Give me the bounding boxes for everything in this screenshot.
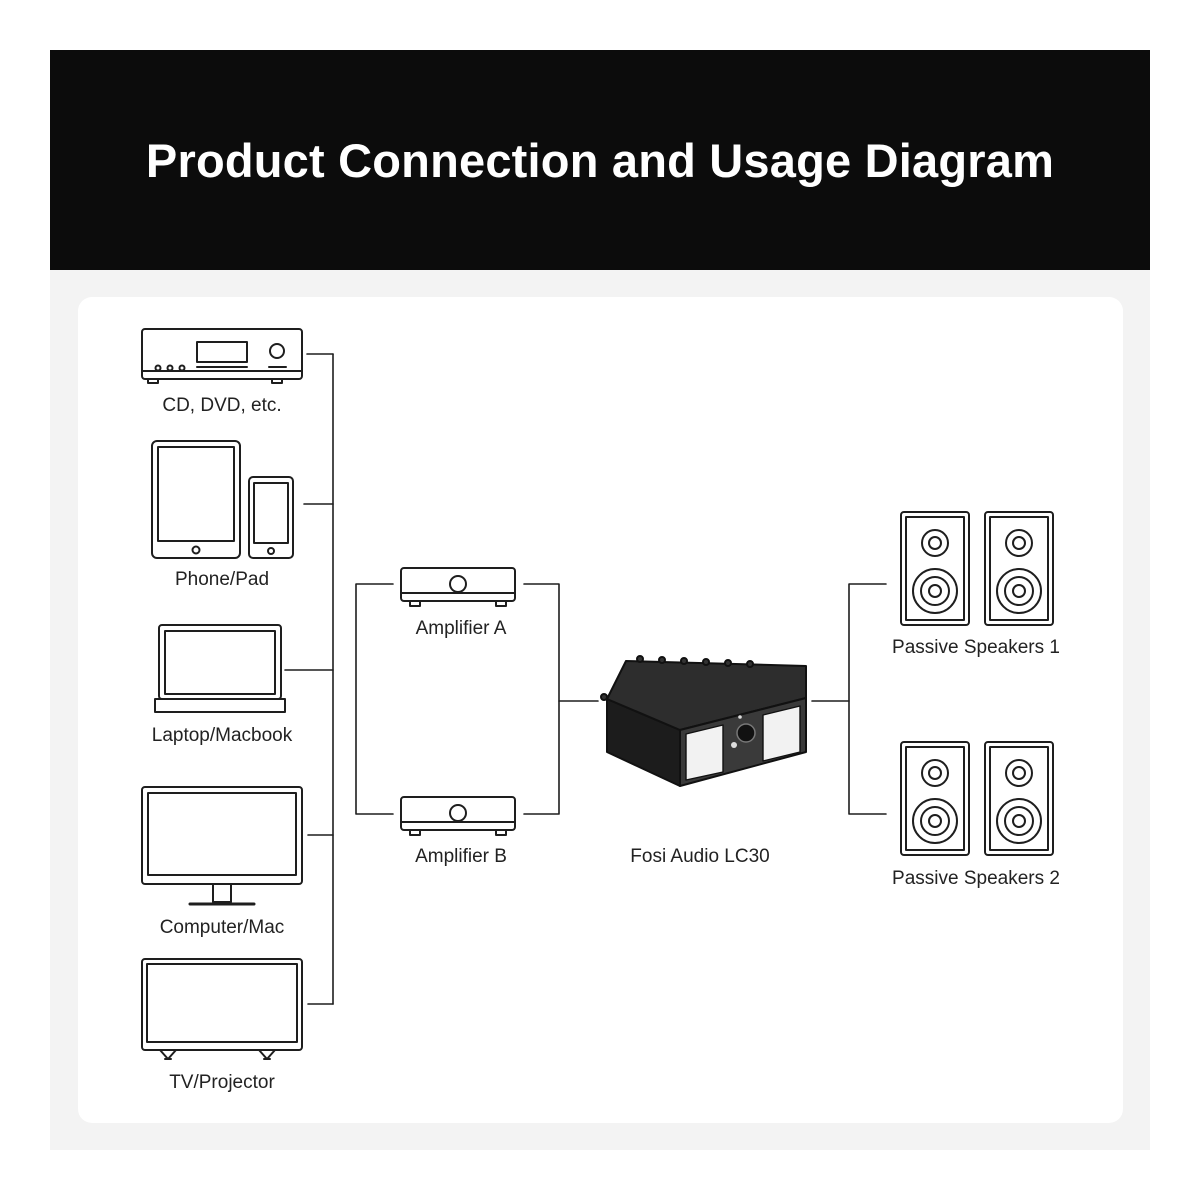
- monitor-icon: [141, 786, 303, 906]
- source-label-tv: TV/Projector: [169, 1072, 275, 1093]
- connector-lines: [284, 353, 887, 1005]
- page-title: Product Connection and Usage Diagram: [145, 133, 1055, 187]
- amp-bracket-right: [523, 583, 560, 815]
- amplifier-icon: [400, 567, 516, 607]
- amp-bracket-left: [355, 583, 394, 815]
- amplifier-icon: [400, 796, 516, 836]
- speaker-bracket: [848, 583, 887, 815]
- amplifier-a-label: Amplifier A: [415, 618, 507, 639]
- source-label-phone: Phone/Pad: [174, 569, 270, 590]
- tv-icon: [141, 958, 303, 1060]
- source-label-computer: Computer/Mac: [159, 917, 285, 938]
- header-banner: Product Connection and Usage Diagram: [50, 50, 1150, 270]
- speaker-switcher-icon: [600, 655, 807, 787]
- cd-player-icon: [141, 328, 303, 384]
- speaker-pair-icon: [900, 511, 1054, 626]
- device-label: Fosi Audio LC30: [630, 846, 770, 867]
- speakers-2-label: Passive Speakers 2: [892, 868, 1060, 889]
- tablet-phone-icon: [151, 440, 294, 559]
- source-label-laptop: Laptop/Macbook: [151, 725, 293, 746]
- laptop-icon: [154, 624, 286, 713]
- diagram-panel: [78, 297, 1123, 1123]
- speaker-pair-icon: [900, 741, 1054, 856]
- speakers-1-label: Passive Speakers 1: [892, 637, 1060, 658]
- source-label-cd: CD, DVD, etc.: [162, 395, 282, 416]
- amplifier-b-label: Amplifier B: [415, 846, 507, 867]
